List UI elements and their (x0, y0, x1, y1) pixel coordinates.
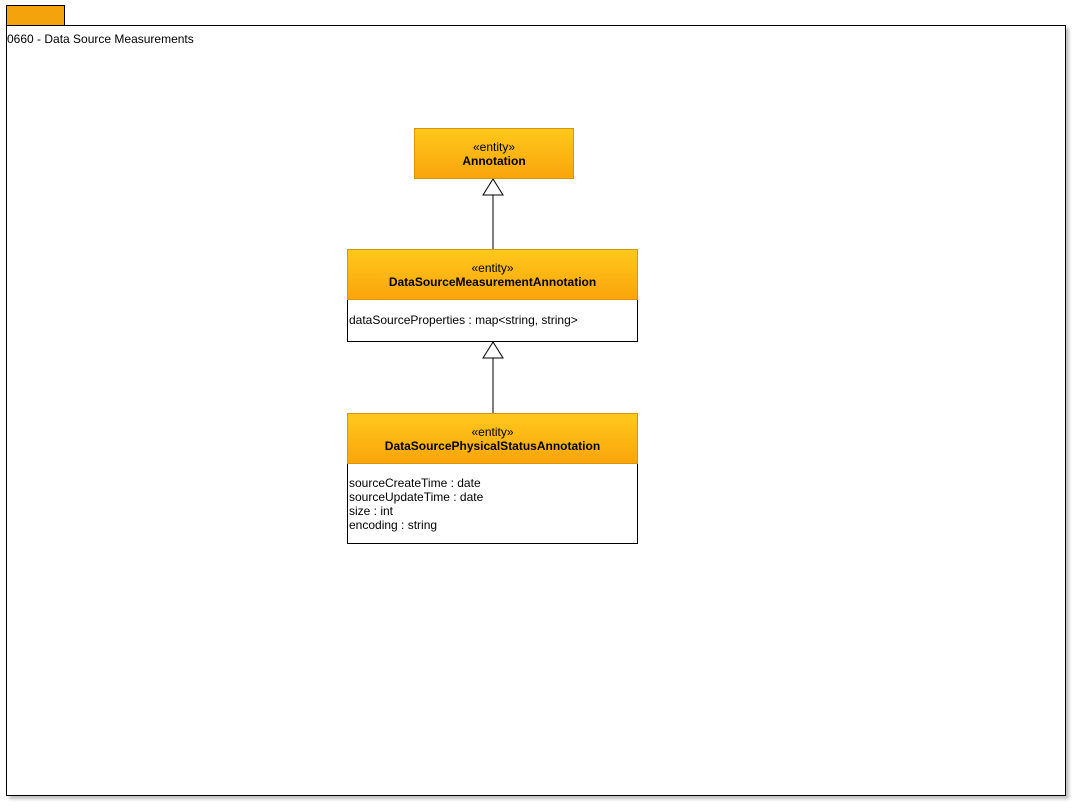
class-stereotype: «entity» (472, 139, 516, 154)
attribute: sourceCreateTime : date (349, 476, 481, 490)
class-name: DataSourcePhysicalStatusAnnotation (384, 438, 601, 453)
class-header: «entity» DataSourceMeasurementAnnotation (347, 249, 638, 300)
attribute: size : int (349, 504, 394, 518)
class-stereotype: «entity» (471, 260, 514, 275)
class-data-source-measurement-annotation[interactable]: «entity» DataSourceMeasurementAnnotation… (347, 249, 638, 342)
class-header: «entity» DataSourcePhysicalStatusAnnotat… (347, 413, 638, 464)
class-attributes: dataSourceProperties : map<string, strin… (347, 300, 638, 342)
class-stereotype: «entity» (471, 424, 514, 439)
class-header: «entity» Annotation (414, 128, 574, 179)
class-name: DataSourceMeasurementAnnotation (388, 274, 597, 289)
class-attributes: sourceCreateTime : date sourceUpdateTime… (347, 464, 638, 544)
class-name: Annotation (462, 153, 526, 168)
package-title: 0660 - Data Source Measurements (7, 32, 194, 46)
attribute: sourceUpdateTime : date (349, 490, 484, 504)
attribute: dataSourceProperties : map<string, strin… (349, 313, 578, 327)
attribute: encoding : string (349, 518, 438, 532)
class-annotation[interactable]: «entity» Annotation (414, 128, 574, 179)
class-data-source-physical-status-annotation[interactable]: «entity» DataSourcePhysicalStatusAnnotat… (347, 413, 638, 544)
package-tab[interactable] (6, 5, 65, 25)
